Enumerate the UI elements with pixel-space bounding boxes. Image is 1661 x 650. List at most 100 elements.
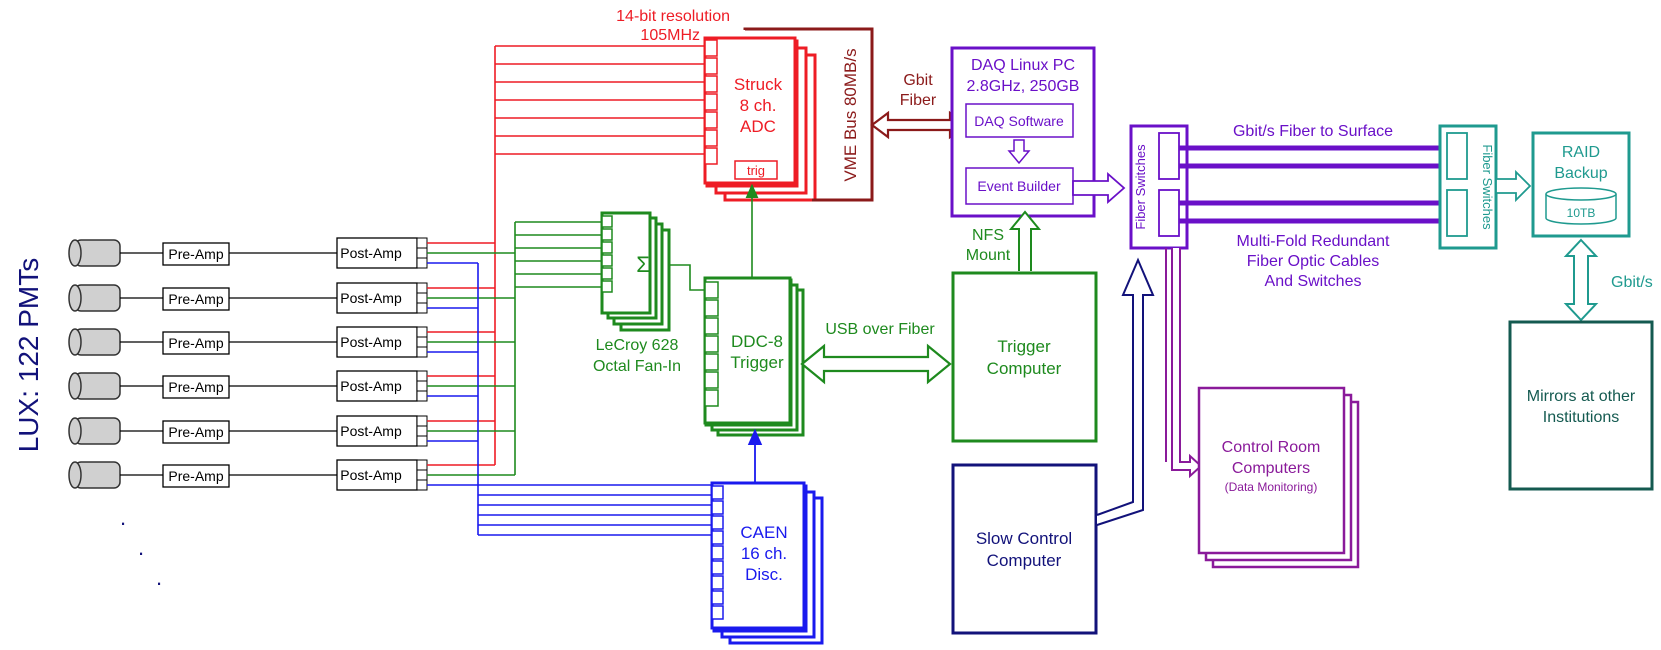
pmt-row: Pre-Amp Post-Amp xyxy=(68,326,428,358)
disk-top-icon xyxy=(1545,187,1617,201)
raid-label-2: Backup xyxy=(1554,165,1607,182)
mount-label: Mount xyxy=(966,247,1011,264)
pmt-face-icon xyxy=(68,239,82,267)
sigma-icon: Σ xyxy=(636,252,650,277)
vme-label: VME Bus 80MB/s xyxy=(841,48,860,181)
slow-control-to-switch-arrow xyxy=(1096,257,1155,526)
postamp-port xyxy=(416,479,428,491)
postamp-label: Post-Amp xyxy=(340,290,402,306)
postamp-port xyxy=(416,415,428,427)
trigger-computer: Trigger Computer xyxy=(951,271,1098,443)
trigger-pc-label-2: Computer xyxy=(987,359,1062,378)
fiber-cables xyxy=(1179,145,1447,224)
detector-label: LUX: 122 PMTs xyxy=(13,258,44,453)
nfs-mount: NFS Mount xyxy=(966,210,1042,271)
gbit-fiber-arrow: Gbit Fiber xyxy=(870,72,968,140)
pmt-face-icon xyxy=(68,328,82,356)
pmt-row: Pre-Amp Post-Amp xyxy=(68,282,428,314)
postamp-port xyxy=(416,237,428,249)
preamp-box xyxy=(162,375,230,399)
pmt-row: Pre-Amp Post-Amp xyxy=(68,370,428,402)
usb-fiber-arrow: USB over Fiber xyxy=(800,321,952,385)
control-room-computers: Control Room Computers (Data Monitoring) xyxy=(1197,386,1360,569)
preamp-box xyxy=(162,287,230,311)
switch-to-raid-arrow xyxy=(1495,169,1532,203)
postamp-box xyxy=(336,282,418,314)
gbit-label: Gbit xyxy=(903,72,933,89)
software-to-builder-arrow xyxy=(1007,139,1031,165)
fanin-label-1: LeCroy 628 xyxy=(596,337,679,354)
ddc-label-1: DDC-8 xyxy=(731,332,783,351)
postamp-port xyxy=(416,390,428,402)
caen-label-2: 16 ch. xyxy=(741,544,787,563)
struck-label-2: 8 ch. xyxy=(740,96,777,115)
postamp-port xyxy=(416,425,428,437)
postamp-label: Post-Amp xyxy=(340,378,402,394)
preamp-label: Pre-Amp xyxy=(168,291,223,307)
control-room-label-3: (Data Monitoring) xyxy=(1225,480,1318,494)
postamp-port xyxy=(416,282,428,294)
postamp-port xyxy=(416,302,428,314)
slow-control-label-1: Slow Control xyxy=(976,529,1072,548)
preamp-box xyxy=(162,242,230,266)
vme-bus: VME Bus 80MB/s xyxy=(743,27,874,202)
resolution-label: 14-bit resolution xyxy=(616,8,730,25)
mirrors-label-2: Institutions xyxy=(1543,409,1619,426)
daq-software-label: DAQ Software xyxy=(974,113,1064,129)
postamp-box xyxy=(336,370,418,402)
ddc-label-2: Trigger xyxy=(730,353,784,372)
fiber-surface-label: Gbit/s Fiber to Surface xyxy=(1233,123,1393,140)
nfs-label: NFS xyxy=(972,227,1004,244)
preamp-label: Pre-Amp xyxy=(168,246,223,262)
mirrors-box: Mirrors at other Institutions xyxy=(1508,320,1654,491)
trigger-pc-label-1: Trigger xyxy=(997,337,1051,356)
pmt-face-icon xyxy=(68,461,82,489)
postamp-port xyxy=(416,257,428,269)
preamp-label: Pre-Amp xyxy=(168,379,223,395)
usb-fiber-label: USB over Fiber xyxy=(825,321,935,338)
event-builder-label: Event Builder xyxy=(977,178,1061,194)
pmt-rows: Pre-Amp Post-Amp Pre-Amp Post-Amp xyxy=(68,237,428,491)
ellipsis-dot-2: . xyxy=(138,535,144,560)
red-adc-wiring xyxy=(427,45,705,466)
builder-to-switch-arrow xyxy=(1072,172,1126,204)
ellipsis-dot-1: . xyxy=(120,505,126,530)
control-room-links xyxy=(1165,248,1203,479)
slow-control-label-2: Computer xyxy=(987,551,1062,570)
postamp-port xyxy=(416,459,428,471)
frequency-label: 105MHz xyxy=(640,27,700,44)
control-room-label-1: Control Room xyxy=(1222,439,1321,456)
fiber-switches-right-label: Fiber Switches xyxy=(1480,144,1495,230)
preamp-box xyxy=(162,464,230,488)
postamp-label: Post-Amp xyxy=(340,467,402,483)
disk-capacity: 10TB xyxy=(1567,206,1596,220)
pmt-face-icon xyxy=(68,417,82,445)
caen-label-1: CAEN xyxy=(740,523,787,542)
redundant-label-2: Fiber Optic Cables xyxy=(1247,253,1380,270)
raid-label-1: RAID xyxy=(1562,144,1600,161)
preamp-box xyxy=(162,331,230,355)
ddc8-trigger: DDC-8 Trigger xyxy=(703,276,805,437)
daq-title-1: DAQ Linux PC xyxy=(971,57,1075,74)
fiber-switches-right: Fiber Switches xyxy=(1438,124,1498,250)
pmt-row: Pre-Amp Post-Amp xyxy=(68,415,428,447)
preamp-label: Pre-Amp xyxy=(168,335,223,351)
struck-label-1: Struck xyxy=(734,75,783,94)
postamp-port xyxy=(416,435,428,447)
daq-software-box xyxy=(965,103,1074,138)
pmt-row: Pre-Amp Post-Amp xyxy=(68,237,428,269)
postamp-box xyxy=(336,237,418,269)
postamp-port xyxy=(416,346,428,358)
trig-port xyxy=(734,160,778,180)
preamp-label: Pre-Amp xyxy=(168,468,223,484)
fiber-label: Fiber xyxy=(900,92,937,109)
lecroy-fanin: Σ xyxy=(600,211,671,332)
event-builder-box xyxy=(965,167,1074,205)
fanin-label-2: Octal Fan-In xyxy=(593,358,681,375)
mirrors-label-1: Mirrors at other xyxy=(1527,388,1636,405)
daq-linux-pc: DAQ Linux PC 2.8GHz, 250GB DAQ Software … xyxy=(950,46,1096,218)
postamp-port xyxy=(416,469,428,481)
pmt-face-icon xyxy=(68,372,82,400)
caen-label-3: Disc. xyxy=(745,565,783,584)
